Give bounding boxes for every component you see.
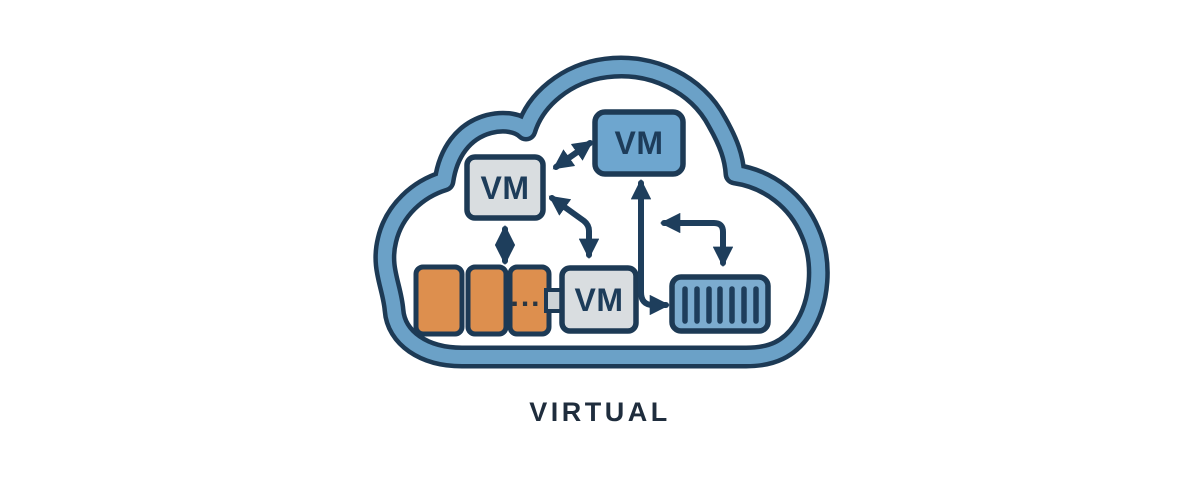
host-stack: ... xyxy=(413,264,567,337)
cloud-band xyxy=(377,60,826,364)
arrow-elbow-server-top xyxy=(659,212,734,268)
ellipsis-dots: ... xyxy=(510,280,541,313)
host-box-2 xyxy=(465,264,509,337)
arrow-vmleft-vmtop xyxy=(552,140,594,170)
vm-left-label: VM xyxy=(481,170,530,206)
vm-top-label: VM xyxy=(615,125,664,161)
vm-left-node: VM xyxy=(464,154,546,221)
vm-bottom-label: VM xyxy=(575,282,624,318)
arrows xyxy=(494,140,734,316)
server-stripes xyxy=(682,286,759,324)
diagram-title: VIRTUAL xyxy=(529,397,671,427)
vm-left-box xyxy=(464,154,546,221)
vm-bottom-node: VM xyxy=(559,265,639,334)
arrow-vmtop-server xyxy=(630,178,671,316)
host-box-1 xyxy=(413,264,465,337)
vm-top-box xyxy=(592,109,686,177)
server-node xyxy=(669,274,771,334)
arrow-vmleft-vmbottom xyxy=(548,195,600,260)
vm-top-node: VM xyxy=(592,109,686,177)
